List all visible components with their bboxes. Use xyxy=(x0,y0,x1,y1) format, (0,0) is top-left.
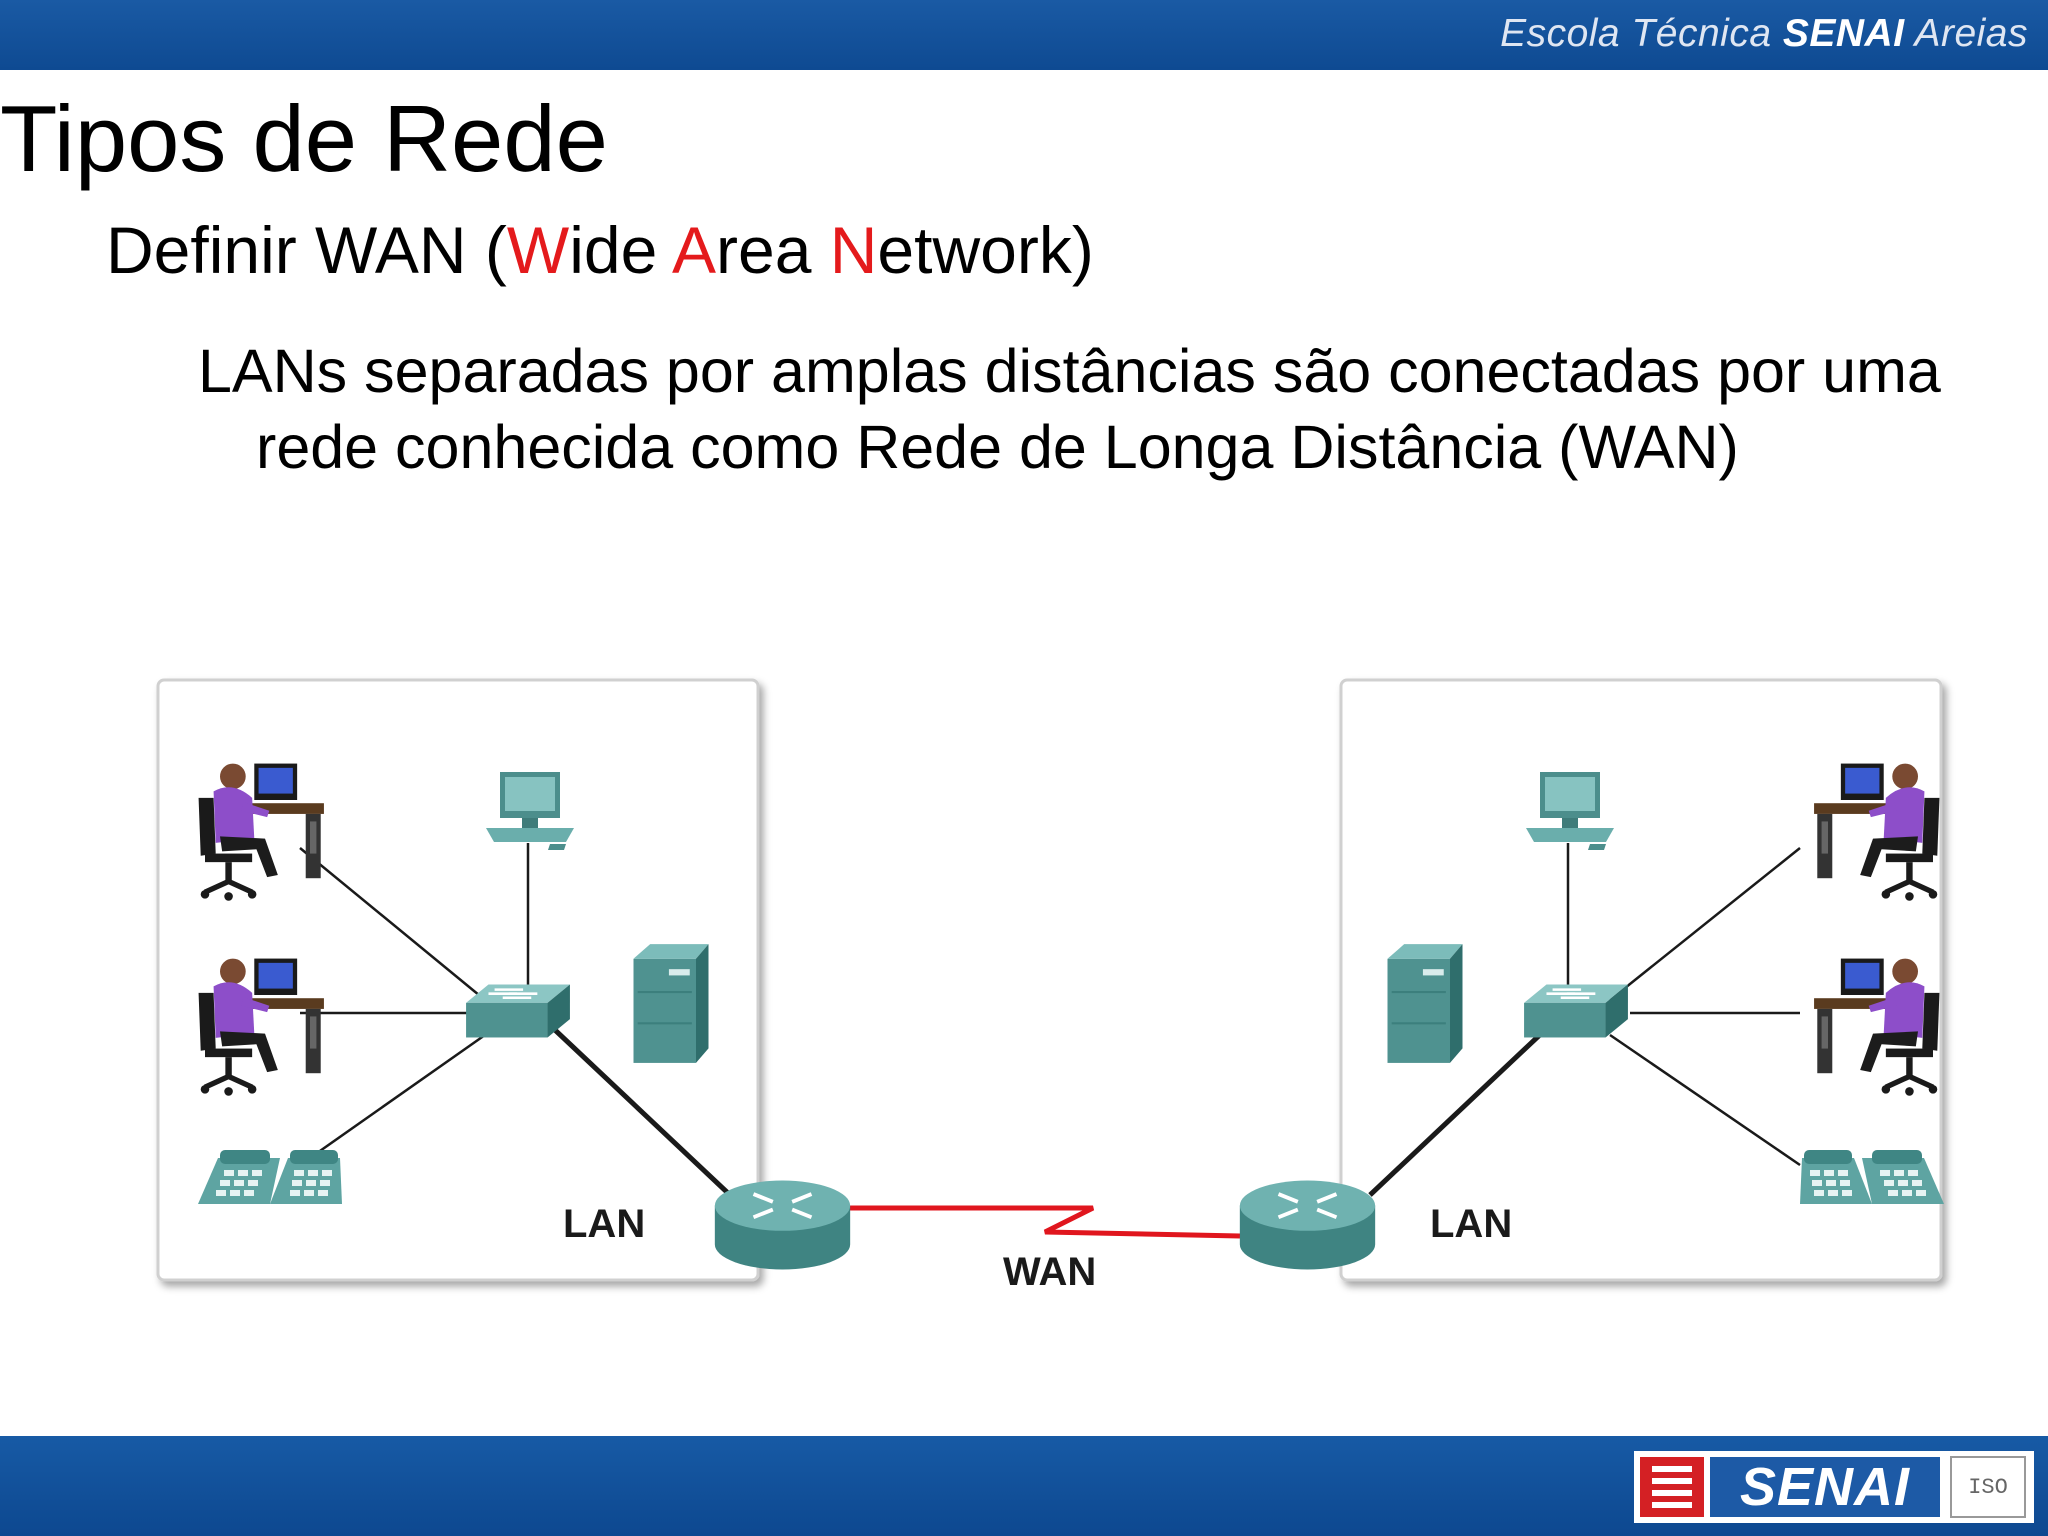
brand-suffix: Areias xyxy=(1914,12,2028,55)
wan-link xyxy=(845,1205,1241,1239)
iso-badge: ISO xyxy=(1950,1456,2026,1518)
right-switch xyxy=(1522,983,1630,1039)
right-lan-box xyxy=(1339,678,1943,1282)
right-ip-phone xyxy=(1800,1150,1944,1204)
subtitle-letter-n: N xyxy=(829,213,878,287)
wan-diagram: LAN LAN WAN xyxy=(0,650,2048,1335)
subtitle-prefix: Definir WAN ( xyxy=(106,213,507,287)
slide-body: LANs separadas por amplas distâncias são… xyxy=(198,337,1941,481)
subtitle-letter-a: A xyxy=(671,213,717,287)
senai-logo-text: SENAI xyxy=(1710,1457,1940,1517)
subtitle-ide: ide xyxy=(569,213,672,287)
left-ip-phone xyxy=(198,1150,342,1204)
brand-prefix: Escola Técnica xyxy=(1500,12,1772,55)
left-switch xyxy=(464,983,572,1039)
senai-logo: SENAI ISO xyxy=(1634,1451,2034,1523)
left-lan-label: LAN xyxy=(563,1202,646,1246)
slide-title: Tipos de Rede xyxy=(0,86,608,191)
brand-strong: SENAI xyxy=(1782,12,1905,55)
school-brand: Escola Técnica SENAI Areias xyxy=(1500,12,2028,56)
left-lan-links xyxy=(299,843,732,1197)
left-router xyxy=(712,1178,853,1272)
right-router xyxy=(1237,1178,1378,1272)
right-server xyxy=(1386,943,1464,1065)
subtitle-etwork: etwork) xyxy=(877,213,1094,287)
right-lan-label: LAN xyxy=(1430,1202,1513,1246)
wan-label: WAN xyxy=(1003,1250,1097,1294)
right-lan-links xyxy=(1368,843,1801,1197)
slide-subtitle: Definir WAN (Wide Area Network) xyxy=(106,212,1094,288)
left-server xyxy=(632,943,710,1065)
subtitle-letter-w: W xyxy=(506,213,570,287)
header-bar: Escola Técnica SENAI Areias xyxy=(0,0,2048,70)
network-diagram-svg xyxy=(156,678,1944,1282)
senai-logo-mark-icon xyxy=(1640,1457,1704,1517)
subtitle-rea: rea xyxy=(716,213,830,287)
